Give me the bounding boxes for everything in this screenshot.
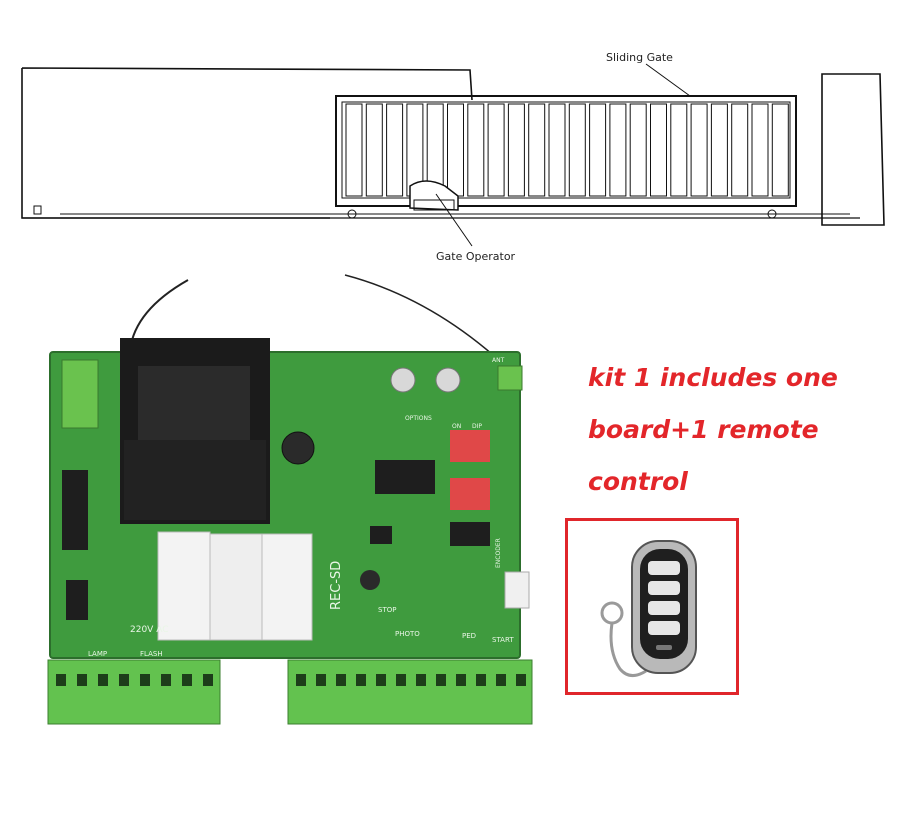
transformer	[120, 338, 270, 524]
remote-control-frame	[565, 518, 739, 695]
terminal-screw	[396, 674, 406, 686]
silk-dip: DIP	[472, 423, 482, 430]
relays	[157, 531, 313, 641]
silk-start: START	[492, 636, 514, 644]
terminal-block-left	[47, 659, 221, 725]
gate-bar	[487, 103, 505, 197]
gate-bar	[731, 103, 749, 197]
sliding-gate	[335, 95, 797, 219]
board-model-label: REC-SD	[329, 561, 344, 610]
terminal-screw	[436, 674, 446, 686]
gate-bar	[568, 103, 586, 197]
terminal-screw	[516, 674, 526, 686]
terminal-screw	[416, 674, 426, 686]
terminal-screw	[296, 674, 306, 686]
gate-bar	[528, 103, 546, 197]
terminal-screw	[140, 674, 150, 686]
terminal-screw	[476, 674, 486, 686]
terminal-screw	[119, 674, 129, 686]
gate-bar	[609, 103, 627, 197]
kit-line-3: control	[588, 467, 688, 496]
silk-lamp: LAMP	[88, 650, 107, 658]
sliding-gate-diagram	[21, 63, 885, 247]
gate-bar	[447, 103, 464, 197]
silk-on: ON	[452, 423, 461, 430]
gate-bar	[710, 103, 728, 197]
silk-options: OPTIONS	[405, 415, 432, 422]
dip-switch-1	[450, 430, 490, 462]
silk-stop: STOP	[378, 606, 396, 614]
terminal-screw	[182, 674, 192, 686]
terminal-screw	[316, 674, 326, 686]
silk-flash: FLASH	[140, 650, 163, 658]
gate-bar	[507, 103, 525, 197]
voltage-silkscreen: 220V AC	[130, 625, 168, 635]
slow-potentiometer	[435, 367, 461, 393]
gate-bar	[650, 103, 667, 197]
gate-bar	[467, 103, 485, 197]
terminal-screw	[356, 674, 366, 686]
remote-button-3	[648, 601, 680, 615]
silk-photo: PHOTO	[395, 630, 420, 638]
gate-bar	[345, 103, 363, 197]
gate-bar	[751, 103, 769, 197]
kit-line-1: kit 1 includes one	[588, 363, 838, 392]
dip-switch-2	[450, 478, 490, 510]
terminal-screw	[77, 674, 87, 686]
terminal-block-right	[287, 659, 533, 725]
silk-encoder: ENCODER	[495, 538, 502, 568]
gate-bar	[365, 103, 383, 197]
terminal-screw	[336, 674, 346, 686]
fuse-holder	[61, 359, 99, 429]
gate-operator	[409, 180, 459, 211]
remote-button-1	[648, 561, 680, 575]
terminal-screw	[376, 674, 386, 686]
gate-bar	[589, 103, 607, 197]
sliding-gate-label: Sliding Gate	[606, 51, 673, 64]
gate-bar	[386, 103, 404, 197]
terminal-screw	[161, 674, 171, 686]
gate-bar	[670, 103, 688, 197]
kit-contents-text: kit 1 includes one board+1 remote contro…	[588, 352, 888, 508]
control-board: 220V AC REC-SD LAMP FLASH OPTIONS PHOTO …	[47, 274, 533, 725]
terminal-screw	[456, 674, 466, 686]
gate-bar	[548, 103, 566, 197]
terminal-screw	[203, 674, 213, 686]
remote-control	[600, 540, 697, 677]
terminal-screw	[496, 674, 506, 686]
gate-operator-label: Gate Operator	[436, 250, 516, 263]
remote-button-2	[648, 581, 680, 595]
gate-bar	[771, 103, 789, 197]
remote-button-4	[648, 621, 680, 635]
gate-bar	[690, 103, 708, 197]
silk-ant: ANT	[492, 357, 505, 364]
power-potentiometer	[390, 367, 416, 393]
terminal-screw	[98, 674, 108, 686]
gate-bar	[629, 103, 647, 197]
kit-line-2: board+1 remote	[588, 415, 819, 444]
terminal-screw	[56, 674, 66, 686]
silk-ped: PED	[462, 632, 476, 640]
